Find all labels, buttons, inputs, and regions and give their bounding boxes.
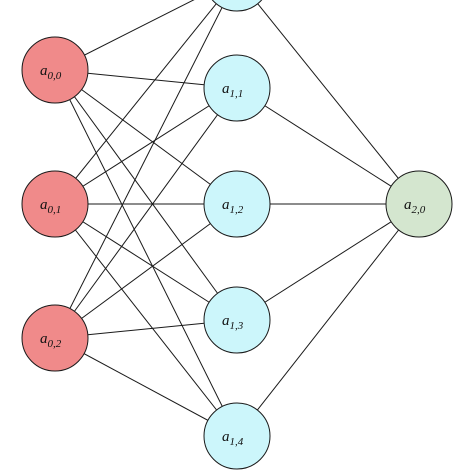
node-circle-a20 <box>385 170 453 238</box>
node-label-subscript: 0,1 <box>48 204 62 216</box>
node-label-base: a <box>40 63 48 79</box>
node-label-subscript: 1,4 <box>230 436 244 448</box>
node-label-subscript: 1,3 <box>230 320 244 332</box>
node-label-subscript: 0,2 <box>48 338 62 350</box>
node-a02: a0,2 <box>21 304 89 372</box>
edge-a01-a11 <box>54 87 238 205</box>
node-label-base: a <box>40 197 48 213</box>
edge-a02-a10 <box>54 0 227 339</box>
edge-a10-a20 <box>254 0 420 205</box>
node-label-subscript: 1,1 <box>230 88 244 100</box>
node-circle-a10 <box>211 0 263 12</box>
node-label-subscript: 0,0 <box>48 70 62 82</box>
node-label-base: a <box>404 197 412 213</box>
edge-a14-a20 <box>236 203 420 437</box>
node-a12: a1,2 <box>203 170 271 238</box>
node-label-a00: a0,0 <box>40 63 62 82</box>
node-label-base: a <box>222 197 230 213</box>
node-label-subscript: 1,2 <box>230 204 244 216</box>
node-label-base: a <box>222 313 230 329</box>
node-a13: a1,3 <box>203 286 271 354</box>
edge-a02-a14 <box>54 337 238 437</box>
node-label-a20: a2,0 <box>404 197 426 216</box>
edge-a01-a13 <box>54 203 238 321</box>
node-a11: a1,1 <box>203 54 271 122</box>
edge-a01-a10 <box>54 0 220 205</box>
node-label-subscript: 2,0 <box>412 204 426 216</box>
node-circle-a00 <box>21 36 89 104</box>
node-label-base: a <box>40 331 48 347</box>
edge-a00-a12 <box>54 69 238 205</box>
edge-a00-a14 <box>54 69 238 437</box>
edge-a11-a20 <box>236 87 420 205</box>
node-label-base: a <box>222 81 230 97</box>
node-circle-a01 <box>21 170 89 238</box>
edge-a13-a20 <box>236 203 420 321</box>
edge-a02-a11 <box>54 87 238 339</box>
node-circle-a12 <box>203 170 271 238</box>
node-a20: a2,0 <box>385 170 453 238</box>
node-circle-a13 <box>203 286 271 354</box>
node-a14: a1,4 <box>203 402 271 470</box>
node-a01: a0,1 <box>21 170 89 238</box>
edge-a00-a13 <box>54 69 238 321</box>
node-label-base: a <box>222 429 230 445</box>
node-circle-a02 <box>21 304 89 372</box>
node-circle-a11 <box>203 54 271 122</box>
node-label-a01: a0,1 <box>40 197 61 216</box>
node-label-a11: a1,1 <box>222 81 243 100</box>
node-label-a13: a1,3 <box>222 313 244 332</box>
edge-a00-a10 <box>54 0 195 71</box>
edge-a01-a14 <box>54 203 238 437</box>
node-a10 <box>211 0 263 12</box>
edge-a02-a12 <box>54 203 238 339</box>
node-circle-a14 <box>203 402 271 470</box>
nodes-layer: a0,0a0,1a0,2a1,1a1,2a1,3a1,4a2,0 <box>21 0 453 470</box>
node-a00: a0,0 <box>21 36 89 104</box>
node-label-a14: a1,4 <box>222 429 244 448</box>
node-label-a02: a0,2 <box>40 331 62 350</box>
node-label-a12: a1,2 <box>222 197 244 216</box>
